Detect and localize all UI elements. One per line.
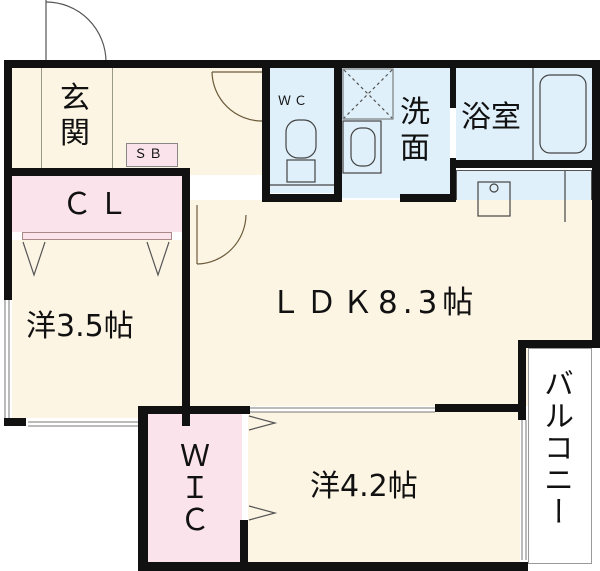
shoe-box-label: ＳＢ [134, 147, 165, 162]
wall [518, 340, 600, 348]
wall [592, 60, 600, 348]
washroom-label: 洗面 [400, 95, 430, 166]
door-swing-icon [196, 71, 263, 265]
closet-label: ＣＬ [62, 187, 134, 222]
ldk-extension [456, 222, 592, 342]
balcony-label: バルコニー [538, 368, 573, 528]
wall [262, 194, 342, 202]
wall [4, 60, 596, 68]
room-western-3-5 [12, 240, 182, 418]
western-room-2-label: 洋4.2帖 [310, 469, 418, 504]
wall [450, 160, 600, 168]
window-icons [4, 300, 527, 560]
wall [240, 520, 248, 564]
sink-icon [342, 120, 382, 174]
western-room-1-label: 洋3.5帖 [26, 309, 134, 344]
bathtub-icon [532, 68, 587, 160]
kitchen-sink-icon [477, 171, 566, 222]
wall [334, 68, 342, 202]
wall [4, 168, 190, 176]
wall [138, 406, 250, 414]
balcony [528, 348, 592, 564]
washing-machine-space-icon [343, 69, 393, 119]
closet-sliding-door [22, 232, 172, 240]
wall [4, 418, 26, 426]
room-wc [270, 68, 334, 193]
toilet-icon [270, 119, 334, 186]
wall [4, 60, 12, 300]
room-washroom [342, 68, 450, 198]
bathroom-label: 浴室 [461, 100, 521, 135]
room-western-4-2 [248, 412, 520, 564]
entrance-label: 玄関 [60, 81, 90, 151]
wall [182, 168, 190, 426]
wall [262, 68, 270, 202]
wall [450, 158, 456, 202]
shoe-box [126, 143, 178, 167]
room-bathroom [456, 68, 592, 160]
wall [450, 68, 456, 108]
wall [138, 406, 148, 571]
wall [518, 340, 526, 420]
ldk-label: ＬＤＫ8.3帖 [270, 285, 479, 321]
entrance-step [41, 68, 113, 168]
wall [435, 404, 525, 412]
wic-label: ＷＩＣ [174, 440, 209, 536]
wc-label: ＷＣ [278, 94, 311, 109]
wall [400, 194, 456, 202]
closet [12, 176, 182, 232]
walk-in-closet [148, 414, 242, 564]
wall [138, 562, 528, 571]
closet-door-icons [22, 241, 278, 521]
